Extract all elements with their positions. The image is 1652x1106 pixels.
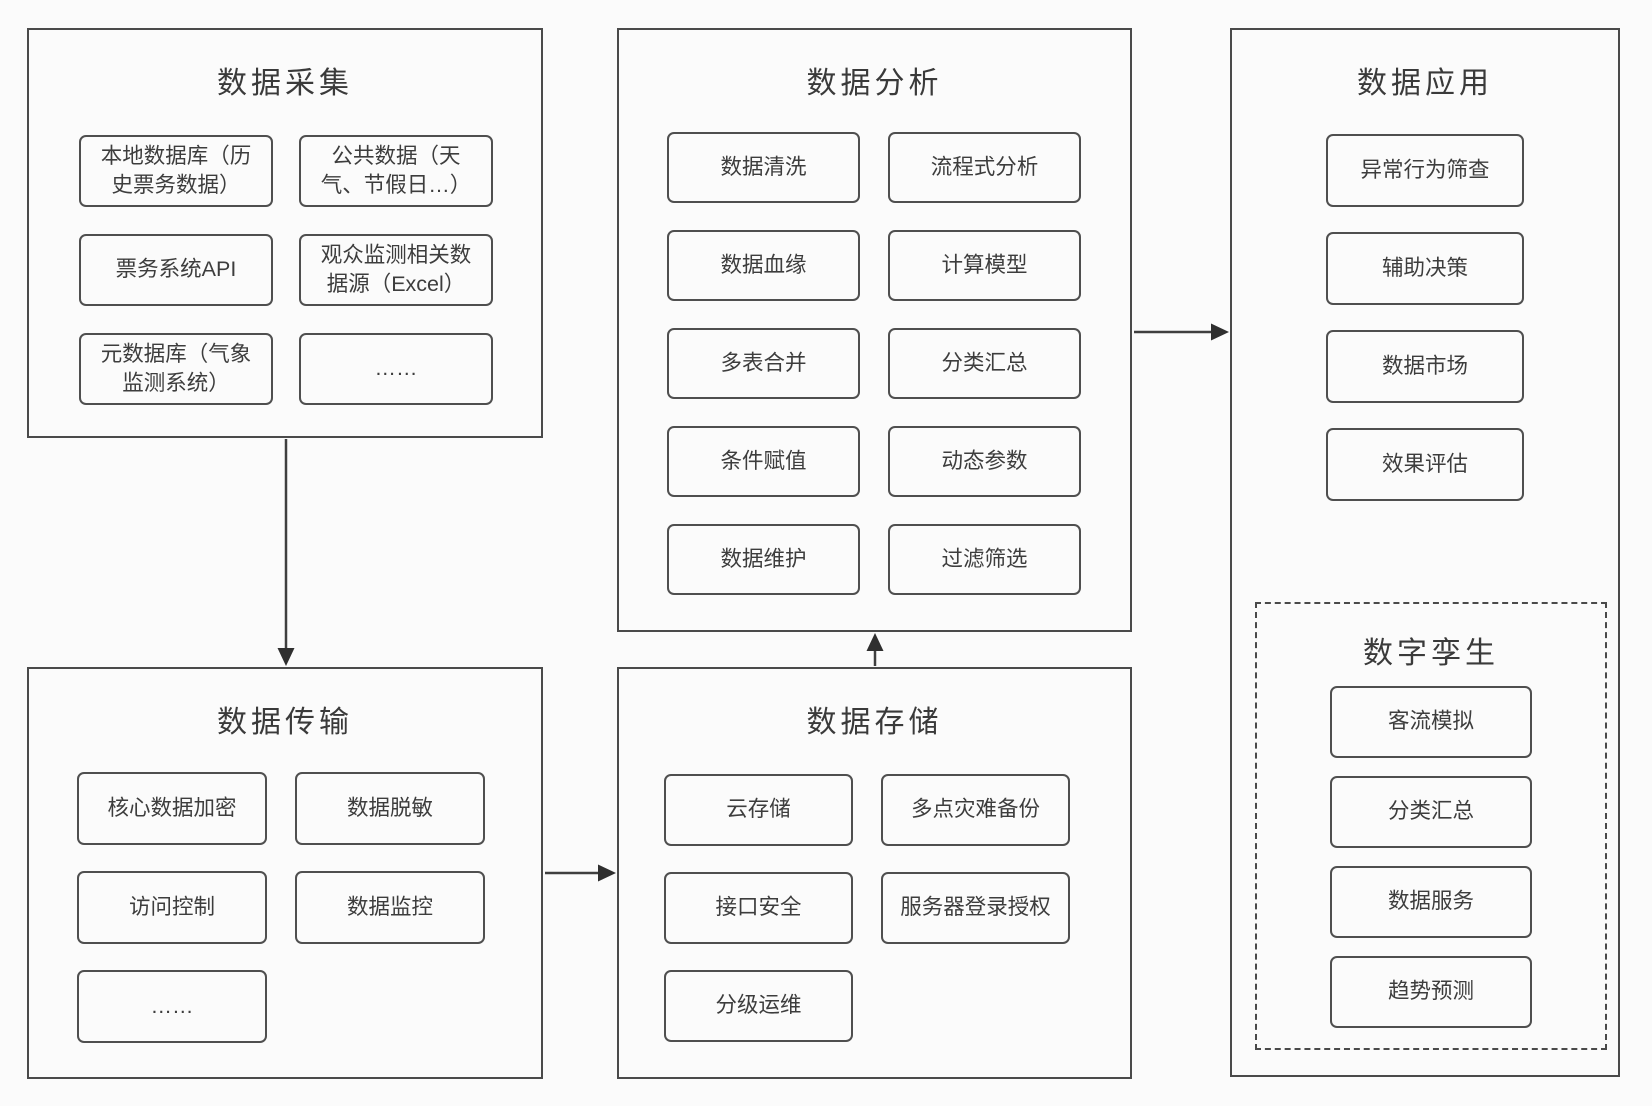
arrow-collection-to-transmission <box>277 439 295 666</box>
node-data-masking: 数据脱敏 <box>295 772 485 845</box>
node-stream-analysis: 流程式分析 <box>888 132 1081 203</box>
node-audience-excel-source: 观众监测相关数据源（Excel） <box>299 234 493 306</box>
node-core-data-encryption: 核心数据加密 <box>77 772 267 845</box>
node-interface-security: 接口安全 <box>664 872 853 944</box>
arrow-transmission-to-storage <box>545 864 616 882</box>
section-title-data-analysis: 数据分析 <box>806 67 943 100</box>
node-conditional-assignment: 条件赋值 <box>667 426 860 497</box>
section-data-collection: 数据采集 本地数据库（历史票务数据） 公共数据（天气、节假日…） 票务系统API… <box>27 28 543 438</box>
node-decision-support: 辅助决策 <box>1326 232 1524 305</box>
node-compute-model: 计算模型 <box>888 230 1081 301</box>
group-digital-twin: 数字孪生 客流模拟 分类汇总 数据服务 趋势预测 <box>1255 602 1607 1050</box>
collection-node-grid: 本地数据库（历史票务数据） 公共数据（天气、节假日…） 票务系统API 观众监测… <box>79 135 493 405</box>
node-classify-summarize: 分类汇总 <box>888 328 1081 399</box>
node-server-login-auth: 服务器登录授权 <box>881 872 1070 944</box>
analysis-node-grid: 数据清洗 流程式分析 数据血缘 计算模型 多表合并 分类汇总 条件赋值 动态参数… <box>667 132 1081 595</box>
node-dynamic-params: 动态参数 <box>888 426 1081 497</box>
node-effect-evaluation: 效果评估 <box>1326 428 1524 501</box>
section-title-data-application: 数据应用 <box>1357 67 1493 100</box>
application-node-list: 异常行为筛查 辅助决策 数据市场 效果评估 <box>1232 134 1618 501</box>
node-data-service: 数据服务 <box>1330 866 1532 938</box>
group-title-digital-twin: 数字孪生 <box>1363 637 1499 670</box>
transmission-node-grid: 核心数据加密 数据脱敏 访问控制 数据监控 …… <box>77 772 485 1043</box>
section-data-storage: 数据存储 云存储 多点灾难备份 接口安全 服务器登录授权 分级运维 <box>617 667 1132 1079</box>
node-meta-db-weather: 元数据库（气象监测系统） <box>79 333 273 405</box>
node-ticketing-api: 票务系统API <box>79 234 273 306</box>
node-transmission-more: …… <box>77 970 267 1043</box>
node-collection-more: …… <box>299 333 493 405</box>
storage-node-grid: 云存储 多点灾难备份 接口安全 服务器登录授权 分级运维 <box>664 774 1070 1042</box>
section-title-data-storage: 数据存储 <box>806 706 943 739</box>
arrow-analysis-to-application <box>1134 323 1229 341</box>
node-multi-table-merge: 多表合并 <box>667 328 860 399</box>
section-title-data-collection: 数据采集 <box>217 67 353 100</box>
node-local-ticket-db: 本地数据库（历史票务数据） <box>79 135 273 207</box>
node-data-cleaning: 数据清洗 <box>667 132 860 203</box>
section-data-transmission: 数据传输 核心数据加密 数据脱敏 访问控制 数据监控 …… <box>27 667 543 1079</box>
section-data-analysis: 数据分析 数据清洗 流程式分析 数据血缘 计算模型 多表合并 分类汇总 条件赋值… <box>617 28 1132 632</box>
twin-node-list: 客流模拟 分类汇总 数据服务 趋势预测 <box>1257 686 1605 1028</box>
node-trend-prediction: 趋势预测 <box>1330 956 1532 1028</box>
node-data-monitoring: 数据监控 <box>295 871 485 944</box>
node-abnormal-behavior-screening: 异常行为筛查 <box>1326 134 1524 207</box>
node-data-lineage: 数据血缘 <box>667 230 860 301</box>
node-multi-site-disaster-backup: 多点灾难备份 <box>881 774 1070 846</box>
section-title-data-transmission: 数据传输 <box>217 706 353 739</box>
node-data-market: 数据市场 <box>1326 330 1524 403</box>
section-data-application: 数据应用 异常行为筛查 辅助决策 数据市场 效果评估 数字孪生 客流模拟 分类汇… <box>1230 28 1620 1077</box>
node-tiered-ops: 分级运维 <box>664 970 853 1042</box>
node-cloud-storage: 云存储 <box>664 774 853 846</box>
node-data-maintenance: 数据维护 <box>667 524 860 595</box>
node-twin-classify-summarize: 分类汇总 <box>1330 776 1532 848</box>
node-access-control: 访问控制 <box>77 871 267 944</box>
arrow-storage-to-analysis <box>866 633 884 666</box>
node-passenger-flow-simulation: 客流模拟 <box>1330 686 1532 758</box>
node-public-data: 公共数据（天气、节假日…） <box>299 135 493 207</box>
node-filter-screen: 过滤筛选 <box>888 524 1081 595</box>
